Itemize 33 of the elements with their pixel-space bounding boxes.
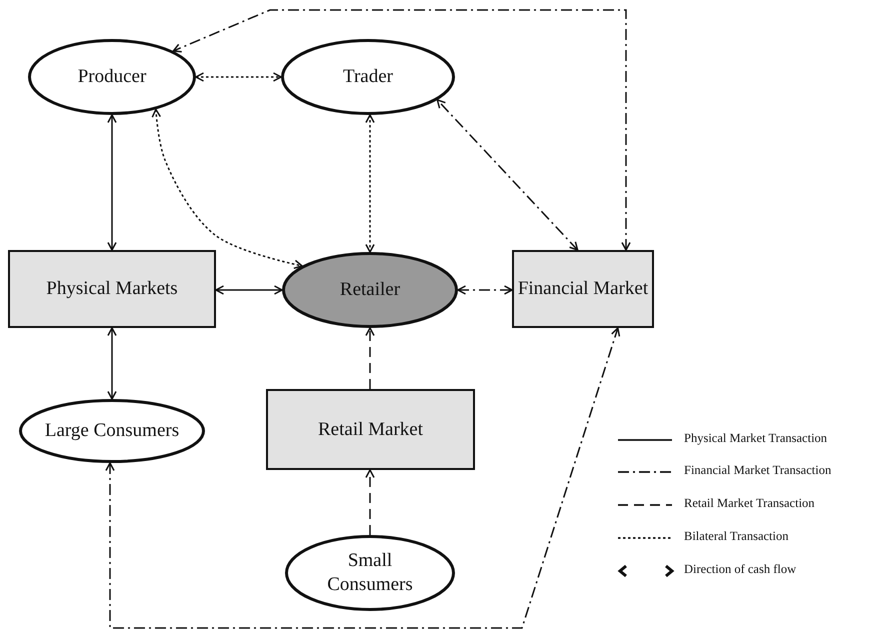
ellipse-node [19,399,205,463]
arrow [365,327,375,389]
arrow [152,108,303,269]
node-label: Financial Market [518,277,648,301]
legend-label: Physical Market Transaction [684,431,828,446]
node-label: Producer [78,65,146,89]
market-box [8,250,216,328]
arrow [215,285,283,295]
node-label: Large Consumers [44,419,180,443]
arrow [365,114,375,253]
market-box [266,389,475,470]
arrow [457,285,513,295]
ellipse-node [281,39,455,115]
arrow [436,99,578,251]
arrow [107,114,117,251]
node-label: Trader [343,65,393,89]
legend-label: Retail Market Transaction [684,496,815,511]
ellipse-node [28,39,196,115]
arrow [195,72,282,82]
node-label: Retailer [340,278,400,302]
legend-label: Direction of cash flow [684,562,796,577]
node-label: Small Consumers [326,549,414,597]
market-box [512,250,654,328]
arrow [107,327,117,400]
arrow [105,327,620,629]
legend-label: Bilateral Transaction [684,529,788,544]
ellipse-node [285,535,455,611]
ellipse-node [282,252,458,328]
arrow [365,469,375,535]
legend-label: Financial Market Transaction [684,463,832,478]
arrow [172,9,631,251]
node-label: Physical Markets [46,277,178,301]
node-label: Retail Market [318,418,423,442]
